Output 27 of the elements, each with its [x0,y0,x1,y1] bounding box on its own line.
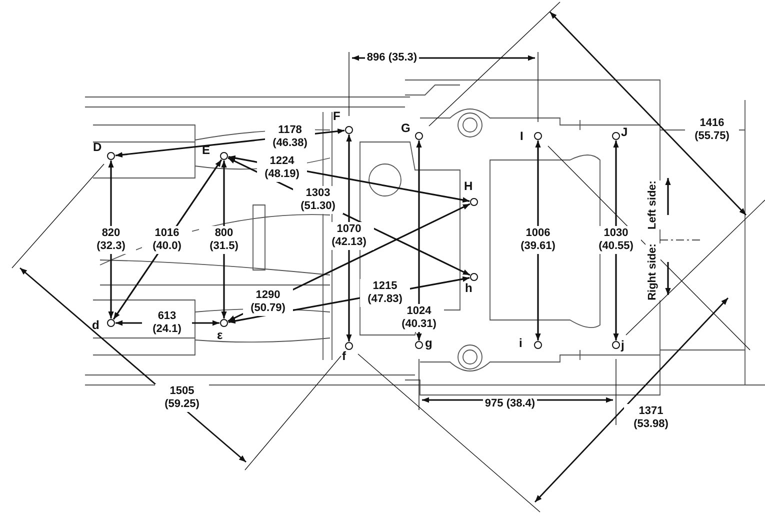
dimension-label: 975 (38.4) [483,396,537,412]
edge-label: 1224 (48.19) [257,154,307,182]
edge-label: 1215 (47.83) [360,279,410,307]
edge-label: 613 (24.1) [142,309,192,337]
point-letter: h [465,282,472,294]
edge-label: 1178 (46.38) [265,123,315,151]
dimension-label: 1505 (59.25) [155,384,209,412]
point-letter: H [464,180,473,192]
point-letter: ε [217,329,223,341]
point-letter: d [92,319,100,331]
point-letter: I [520,130,524,142]
point-letter: g [425,337,432,349]
side-label: Right side: [646,244,660,300]
point-letter: f [342,350,346,362]
edge-label: 1016 (40.0) [142,226,192,254]
dimension-label: 896 (35.3) [365,50,419,66]
edge-label: 1303 (51.30) [293,186,343,214]
dimension-label: 1416 (55.75) [685,116,739,144]
point-letter: F [333,110,340,122]
point-letter: E [202,144,210,156]
point-letter: D [93,141,102,153]
point-letter: G [401,122,410,134]
point-letter: J [621,126,628,138]
side-label: Left side: [646,180,660,230]
point-letter: i [519,337,522,349]
edge-label: 1290 (50.79) [243,288,293,316]
point-letter: j [621,339,624,351]
